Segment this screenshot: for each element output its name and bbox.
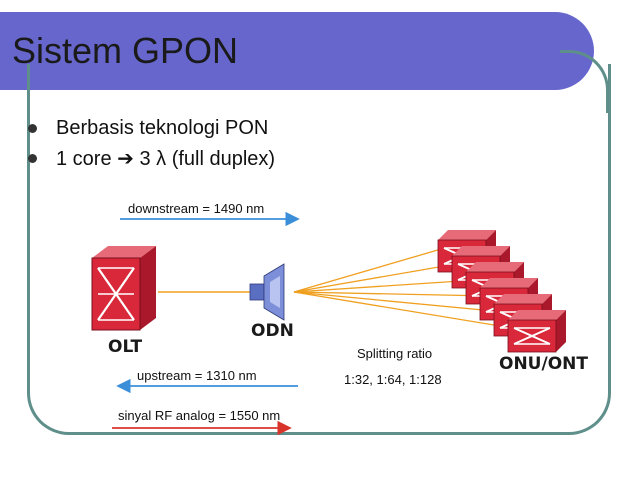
splitting-ratio-label: Splitting ratio	[357, 346, 433, 361]
bullet-item: Berbasis teknologi PON	[22, 113, 275, 143]
bullet-dot-icon	[28, 153, 37, 163]
slide-title: Sistem GPON	[12, 30, 239, 71]
title-bar	[0, 12, 594, 90]
bullet-item: 1 core ➔ 3 λ (full duplex)	[22, 143, 275, 173]
bullet-dot-icon	[28, 123, 37, 133]
odn-label: ODN	[251, 321, 294, 341]
rf-signal-label: sinyal RF analog = 1550 nm	[118, 408, 281, 423]
olt-label: OLT	[108, 337, 143, 357]
bullet-text: Berbasis teknologi PON	[56, 116, 269, 139]
slide-frame	[27, 64, 611, 435]
odn-splitter-icon	[249, 263, 285, 321]
onu-ont-label: ONU/ONT	[499, 354, 588, 374]
splitting-ratio-values: 1:32, 1:64, 1:128	[344, 372, 442, 387]
split-fibers	[293, 246, 519, 330]
bullet-list: Berbasis teknologi PON 1 core ➔ 3 λ (ful…	[22, 113, 275, 173]
olt-icon	[91, 246, 156, 331]
bullet-text: 1 core ➔ 3 λ (full duplex)	[56, 147, 276, 170]
downstream-label: downstream = 1490 nm	[128, 201, 265, 216]
onu-ont-stack-icon	[437, 229, 567, 353]
upstream-label: upstream = 1310 nm	[137, 368, 257, 383]
